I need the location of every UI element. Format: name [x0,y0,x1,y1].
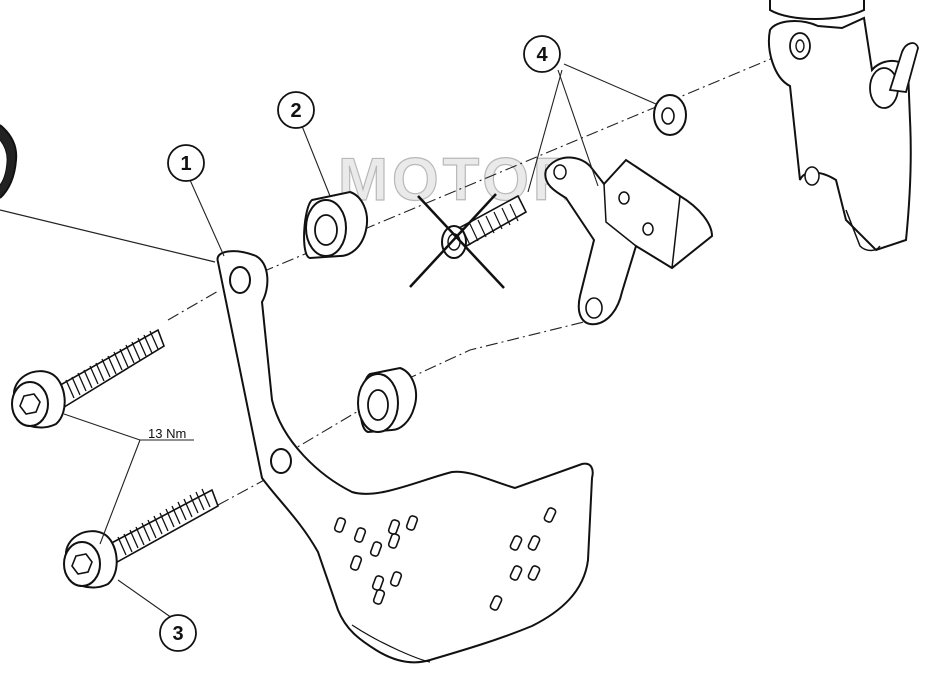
watermark-text: MOTOR [338,146,580,213]
callout-2-label: 2 [290,100,301,122]
bracket-plate [216,250,594,664]
tire-fragment [0,124,18,199]
callout-4: 4 [523,35,561,73]
removed-bolt [409,193,528,289]
callout-1-label: 1 [180,153,191,175]
torque-label: 13 Nm [148,426,186,441]
callout-leaders [63,63,657,619]
bolt-lower [63,488,219,589]
leader-line-tire [0,209,216,263]
spacer-upper [303,190,368,260]
washer [653,94,687,136]
callout-4-label: 4 [536,44,548,66]
callout-3-label: 3 [172,623,183,645]
brake-lever [544,156,714,326]
callout-2: 2 [277,91,315,129]
callout-1: 1 [167,144,205,182]
bolt-upper [11,328,165,429]
spacer-lower [357,366,418,434]
master-cylinder [768,0,919,252]
callout-3: 3 [159,614,197,652]
cross-out-icon [417,195,505,289]
